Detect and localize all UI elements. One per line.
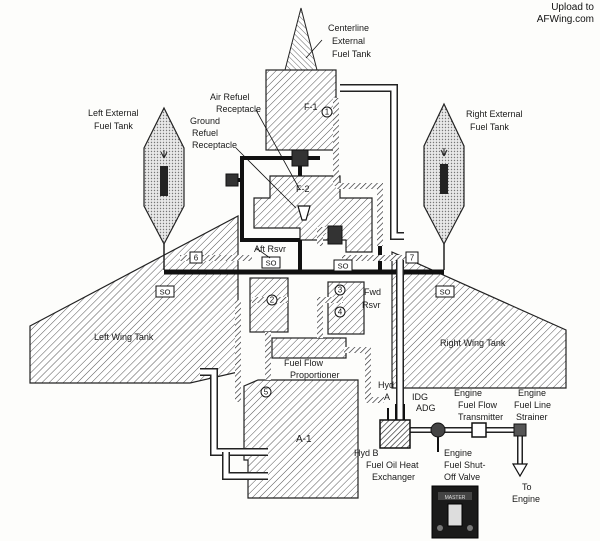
hyd-b-label: Hyd B [354, 448, 379, 458]
watermark-credit: Upload to AFWing.com [537, 2, 595, 25]
fuel-flow-proportioner [271, 337, 347, 359]
fuel-master-switch: MASTER [431, 485, 479, 539]
left-wing-tank [29, 215, 239, 384]
engine-fuel-shutoff-valve [430, 422, 446, 452]
fuel-oil-heat-exchanger [379, 404, 411, 449]
callout-2: 2 [270, 296, 275, 305]
callout-5: 5 [264, 388, 269, 397]
air-refuel-label-1: Air Refuel [210, 92, 250, 102]
adg-label: ADG [416, 403, 436, 413]
proportioner-label-2: Proportioner [290, 370, 340, 380]
callout-7: 7 [410, 254, 415, 263]
refuel-receptacles [225, 149, 343, 245]
so-label-left: SO [160, 288, 171, 297]
so-label-fwd: SO [338, 262, 349, 271]
hyd-a-label-1: Hyd [378, 380, 394, 390]
strainer-label-3: Strainer [516, 412, 548, 422]
ground-refuel-label-3: Receptacle [192, 140, 237, 150]
callout-4: 4 [338, 308, 343, 317]
text-labels: Centerline External Fuel Tank Left Exter… [88, 23, 551, 504]
centerline-external-tank [284, 7, 318, 71]
so-label-aft: SO [266, 259, 277, 268]
so-label-right: SO [440, 288, 451, 297]
callout-3: 3 [338, 286, 343, 295]
hyd-a-label-2: A [384, 392, 390, 402]
strainer-label-1: Engine [518, 388, 546, 398]
air-refuel-label-2: Receptacle [216, 104, 261, 114]
shutoff-label-1: Engine [444, 448, 472, 458]
callout-1: 1 [325, 108, 330, 117]
a1-tank [243, 379, 359, 499]
heat-exchanger-label-2: Exchanger [372, 472, 415, 482]
heat-exchanger-label-1: Fuel Oil Heat [366, 460, 419, 470]
callout-6: 6 [194, 254, 199, 263]
right-ext-label-2: Fuel Tank [470, 122, 509, 132]
shutoff-label-2: Fuel Shut- [444, 460, 486, 470]
ground-refuel-label-2: Refuel [192, 128, 218, 138]
credit-line-2: AFWing.com [537, 14, 594, 25]
to-engine-label-2: Engine [512, 494, 540, 504]
fuel-master-label: MASTER [445, 495, 466, 501]
ext-tank-probes [160, 148, 448, 196]
shutoff-label-3: Off Valve [444, 472, 480, 482]
centerline-label-2: External [332, 36, 365, 46]
credit-line-1: Upload to [551, 2, 594, 13]
aft-reservoir [249, 277, 289, 333]
strainer-label-2: Fuel Line [514, 400, 551, 410]
transmitter-label-3: Transmitter [458, 412, 503, 422]
fwd-reservoir [327, 281, 365, 335]
centerline-label-3: Fuel Tank [332, 49, 371, 59]
transmitter-label-2: Fuel Flow [458, 400, 498, 410]
right-ext-label-1: Right External [466, 109, 523, 119]
transmitter-label-1: Engine [454, 388, 482, 398]
leader-lines [235, 39, 323, 259]
idg-label: IDG [412, 392, 428, 402]
to-engine-label-1: To [522, 482, 532, 492]
ground-refuel-label-1: Ground [190, 116, 220, 126]
centerline-label-1: Centerline [328, 23, 369, 33]
aft-rsvr-label: Aft Rsvr [254, 244, 286, 254]
a1-label: A-1 [296, 434, 312, 445]
f2-label: F-2 [296, 184, 310, 194]
fwd-rsvr-label-1: Fwd [364, 287, 381, 297]
callouts: 1 2 3 4 5 6 7 [189, 106, 419, 398]
left-wing-tank-label: Left Wing Tank [94, 332, 154, 342]
left-ext-label-2: Fuel Tank [94, 121, 133, 131]
proportioner-label-1: Fuel Flow [284, 358, 324, 368]
engine-fuel-flow-transmitter [471, 422, 487, 438]
engine-fuel-line-strainer [513, 423, 527, 437]
to-engine-arrow [511, 463, 529, 478]
f1-label: F-1 [304, 102, 318, 112]
right-wing-tank-label: Right Wing Tank [440, 338, 506, 348]
fwd-rsvr-label-2: Rsvr [362, 300, 381, 310]
left-ext-label-1: Left External [88, 108, 139, 118]
so-valves: SO SO SO SO [155, 256, 455, 298]
